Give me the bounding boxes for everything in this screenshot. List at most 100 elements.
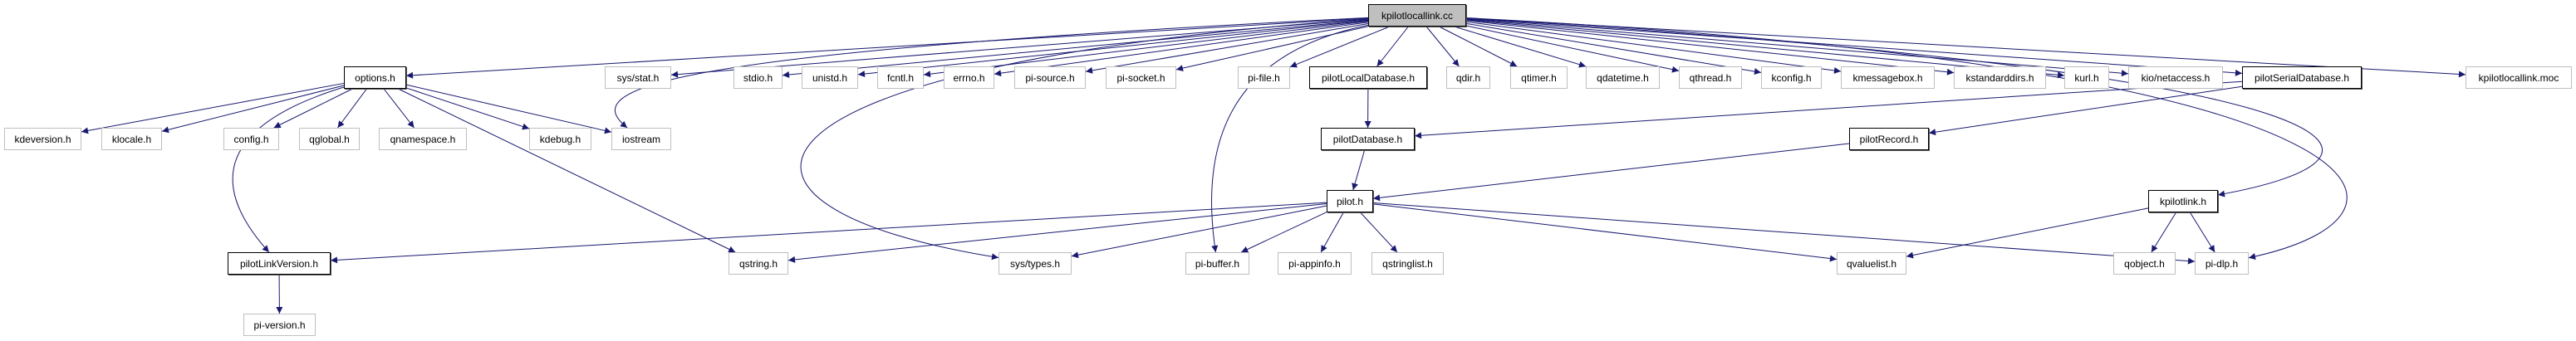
- node-label: pilotLocalDatabase.h: [1321, 71, 1416, 84]
- edge-options-to-qnamespace: [383, 88, 415, 129]
- node-iostream[interactable]: iostream: [611, 128, 671, 150]
- node-label: pi-dlp.h: [2205, 257, 2239, 270]
- node-label: pilot.h: [1336, 195, 1364, 207]
- node-pibuffer[interactable]: pi-buffer.h: [1185, 252, 1249, 275]
- node-qdatetime[interactable]: qdatetime.h: [1586, 66, 1660, 89]
- edge-pilot-to-piappinfo: [1320, 212, 1344, 253]
- edge-root-to-netaccess: [1465, 18, 2129, 77]
- edge-root-to-iostream: [614, 17, 1369, 129]
- node-label: kdebug.h: [539, 133, 581, 145]
- node-piappinfo[interactable]: pi-appinfo.h: [1278, 252, 1352, 275]
- edge-pilot-to-pidlp: [1372, 202, 2196, 265]
- edge-pilot-to-qvaluelist: [1372, 203, 1838, 262]
- edge-pilot-to-qstring: [788, 202, 1327, 263]
- node-netaccess[interactable]: kio/netaccess.h: [2128, 66, 2223, 89]
- edge-options-to-kdeversion: [81, 82, 345, 134]
- node-kstandarddirs[interactable]: kstandarddirs.h: [1954, 66, 2046, 89]
- node-label: kpilotlocallink.moc: [2478, 71, 2559, 84]
- node-qdir[interactable]: qdir.h: [1446, 66, 1490, 89]
- node-pilotRecord[interactable]: pilotRecord.h: [1849, 128, 1929, 150]
- edge-pilotSerialDatabase-to-pilotDatabase: [1414, 80, 2243, 139]
- node-label: pi-source.h: [1025, 71, 1075, 84]
- edge-root-to-pilotSerialDatabase: [1465, 18, 2243, 76]
- edge-options-to-qglobal: [337, 88, 367, 129]
- node-qstring[interactable]: qstring.h: [729, 252, 788, 275]
- edge-root-to-kurl: [1465, 19, 2065, 79]
- node-label: iostream: [621, 133, 660, 145]
- node-qglobal[interactable]: qglobal.h: [299, 128, 360, 150]
- node-label: klocale.h: [111, 133, 152, 145]
- node-fcntl[interactable]: fcntl.h: [877, 66, 924, 89]
- node-pifile[interactable]: pi-file.h: [1238, 66, 1290, 89]
- node-qvaluelist[interactable]: qvaluelist.h: [1837, 252, 1906, 275]
- node-label: kurl.h: [2074, 71, 2099, 84]
- edge-options-to-config: [273, 88, 353, 129]
- node-pilotLocalDatabase[interactable]: pilotLocalDatabase.h: [1309, 66, 1427, 89]
- node-label: pilotSerialDatabase.h: [2254, 71, 2350, 84]
- node-label: kio/netaccess.h: [2141, 71, 2210, 84]
- node-label: fcntl.h: [886, 71, 914, 84]
- node-pidlp[interactable]: pi-dlp.h: [2195, 252, 2249, 275]
- node-pisource[interactable]: pi-source.h: [1014, 66, 1086, 89]
- edge-root-to-unistd: [857, 20, 1369, 78]
- node-label: pi-socket.h: [1116, 71, 1165, 84]
- node-unistd[interactable]: unistd.h: [802, 66, 858, 89]
- node-pilot[interactable]: pilot.h: [1327, 190, 1373, 212]
- node-stdio[interactable]: stdio.h: [734, 66, 783, 89]
- edge-root-to-moc: [1465, 17, 2466, 78]
- node-label: kpilotlocallink.cc: [1381, 9, 1454, 22]
- edge-root-to-fcntl: [923, 21, 1369, 78]
- node-piversion[interactable]: pi-version.h: [243, 314, 316, 336]
- node-label: config.h: [233, 133, 269, 145]
- node-label: pi-file.h: [1248, 71, 1280, 84]
- node-qnamespace[interactable]: qnamespace.h: [379, 128, 467, 150]
- edge-root-to-qtimer: [1439, 26, 1518, 67]
- node-kdebug[interactable]: kdebug.h: [529, 128, 591, 150]
- node-pilotDatabase[interactable]: pilotDatabase.h: [1321, 128, 1415, 150]
- node-errno[interactable]: errno.h: [944, 66, 994, 89]
- node-config[interactable]: config.h: [223, 128, 279, 150]
- node-kurl[interactable]: kurl.h: [2064, 66, 2109, 89]
- edge-root-to-kmessagebox: [1465, 21, 1842, 74]
- edge-options-to-pilotLinkVersion: [232, 86, 345, 253]
- node-label: kstandarddirs.h: [1965, 71, 2034, 84]
- edge-root-to-kconfig: [1465, 22, 1762, 76]
- node-pisocket[interactable]: pi-socket.h: [1106, 66, 1176, 89]
- node-kdeversion[interactable]: kdeversion.h: [4, 128, 81, 150]
- node-label: pilotRecord.h: [1859, 133, 1919, 145]
- edge-kpilotlink-to-qobject: [2151, 212, 2177, 253]
- edge-kpilotlink-to-pidlp: [2189, 212, 2215, 253]
- node-label: qstringlist.h: [1382, 257, 1433, 270]
- edge-root-to-pidlp: [1465, 17, 2348, 260]
- node-qtimer[interactable]: qtimer.h: [1510, 66, 1568, 89]
- edge-root-to-pilotLocalDatabase: [1376, 26, 1409, 67]
- node-qstringlist[interactable]: qstringlist.h: [1371, 252, 1444, 275]
- edge-pilot-to-qstringlist: [1360, 212, 1398, 253]
- node-label: options.h: [355, 71, 395, 84]
- node-systypes[interactable]: sys/types.h: [999, 252, 1072, 275]
- node-pilotSerialDatabase[interactable]: pilotSerialDatabase.h: [2242, 66, 2362, 89]
- node-kpilotlink[interactable]: kpilotlink.h: [2148, 190, 2218, 212]
- node-sysstat[interactable]: sys/stat.h: [605, 66, 671, 89]
- node-options[interactable]: options.h: [344, 66, 406, 89]
- edge-root-to-pisource: [1085, 23, 1369, 74]
- node-kmessagebox[interactable]: kmessagebox.h: [1841, 66, 1935, 89]
- node-label: pi-appinfo.h: [1288, 257, 1341, 270]
- node-label: pilotDatabase.h: [1332, 133, 1403, 145]
- node-label: qthread.h: [1689, 71, 1732, 84]
- node-root[interactable]: kpilotlocallink.cc: [1368, 4, 1466, 27]
- node-pilotLinkVersion[interactable]: pilotLinkVersion.h: [228, 252, 331, 275]
- node-label: qtimer.h: [1521, 71, 1557, 84]
- node-qobject[interactable]: qobject.h: [2113, 252, 2176, 275]
- node-qthread[interactable]: qthread.h: [1679, 66, 1742, 89]
- edge-options-to-iostream: [405, 84, 612, 134]
- node-label: kdeversion.h: [14, 133, 71, 145]
- node-kconfig[interactable]: kconfig.h: [1761, 66, 1822, 89]
- node-label: pilotLinkVersion.h: [239, 257, 319, 270]
- node-moc[interactable]: kpilotlocallink.moc: [2466, 66, 2572, 89]
- edge-pilot-to-pilotLinkVersion: [330, 202, 1327, 264]
- node-label: stdio.h: [743, 71, 773, 84]
- node-klocale[interactable]: klocale.h: [101, 128, 162, 150]
- edge-root-to-qdatetime: [1454, 26, 1587, 68]
